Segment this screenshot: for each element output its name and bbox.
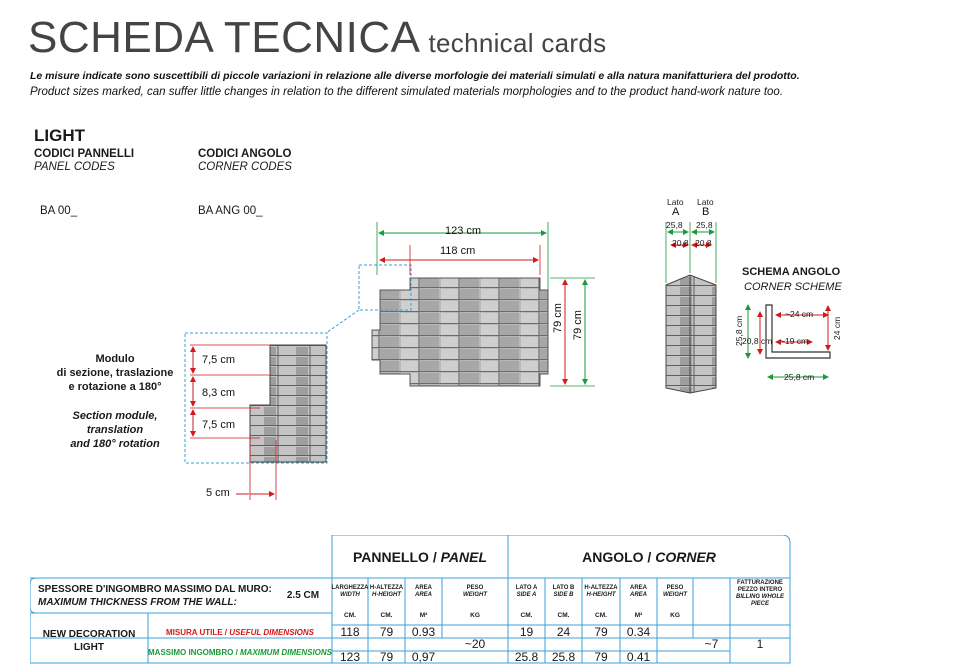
max-dimensions-label: MASSIMO INGOMBRO / MAXIMUM DIMENSIONS xyxy=(148,647,333,657)
module-image xyxy=(249,344,327,463)
max-corner-height: 79 xyxy=(594,650,608,664)
corner-image xyxy=(665,274,717,394)
note-english: Product sizes marked, can suffer little … xyxy=(30,86,784,98)
corner-inner-dim-b: 20,8 xyxy=(695,238,712,248)
col-area-unit: M² xyxy=(419,611,428,619)
corner-inner-dim-a: 20,8 xyxy=(672,238,689,248)
max-corner-area: 0.41 xyxy=(626,650,651,664)
max-height: 79 xyxy=(379,650,394,664)
corner-scheme-drawing xyxy=(765,304,831,359)
col-weight-unit: KG xyxy=(470,611,480,619)
panel-height-b: 79 cm xyxy=(572,310,584,340)
corner-top-dim-a: 25,8 xyxy=(666,220,683,230)
panel-width-inner: 118 cm xyxy=(440,245,476,257)
panel-code: BA 00_ xyxy=(40,205,78,217)
side-b-word: Lato xyxy=(697,197,714,207)
billing-value: 1 xyxy=(756,637,764,651)
col-width-unit: CM. xyxy=(344,611,356,619)
panel-codes-label-en: PANEL CODES xyxy=(34,161,115,173)
module-dim-1: 7,5 cm xyxy=(202,354,236,366)
col-side-b-unit: CM. xyxy=(557,611,570,619)
side-b-letter: B xyxy=(702,206,710,218)
useful-side-b: 24 xyxy=(556,624,571,639)
module-dim-2: 8,3 cm xyxy=(202,387,236,399)
scheme-dim-top: ~24 cm xyxy=(785,309,814,319)
page-subtitle: technical cards xyxy=(428,28,607,58)
max-width: 123 xyxy=(339,650,361,664)
corner-codes-label: CODICI ANGOLO xyxy=(198,148,292,160)
col-side-a-unit: CM. xyxy=(520,611,533,619)
spec-table: PANNELLO / PANEL ANGOLO / CORNER SPESSOR… xyxy=(30,535,792,665)
scheme-dim-bottom: 25,8 cm xyxy=(784,372,815,382)
max-area: 0,97 xyxy=(411,650,436,664)
max-side-b: 25.8 xyxy=(551,650,576,664)
scheme-dim-inner: ~19 cm xyxy=(780,336,809,346)
col-corner-weight-unit: KG xyxy=(670,611,680,619)
useful-height: 79 xyxy=(379,624,394,639)
useful-corner-area: 0.34 xyxy=(626,624,651,639)
corner-top-dim-b: 25,8 xyxy=(696,220,713,230)
product-name: LIGHT xyxy=(34,126,85,145)
panel-width-outer: 123 cm xyxy=(445,225,482,237)
col-corner-height-unit: CM. xyxy=(595,611,607,619)
useful-corner-height: 79 xyxy=(594,624,608,639)
corner-codes-label-en: CORNER CODES xyxy=(198,161,292,173)
module-dim-4: 5 cm xyxy=(206,487,230,499)
corner-code: BA ANG 00_ xyxy=(198,205,263,217)
col-corner-area-unit: M² xyxy=(634,611,643,619)
useful-area: 0.93 xyxy=(411,624,436,639)
corner-weight: ~7 xyxy=(704,637,719,651)
thickness-value: 2.5 CM xyxy=(286,590,320,601)
thickness-label: SPESSORE D'INGOMBRO MASSIMO DAL MURO:MAX… xyxy=(38,583,272,608)
panel-height-a: 79 cm xyxy=(552,303,564,333)
module-dim-3: 7,5 cm xyxy=(202,419,236,431)
useful-width: 118 xyxy=(340,624,360,639)
side-a-word: Lato xyxy=(667,197,684,207)
panel-codes-label: CODICI PANNELLI xyxy=(34,148,135,160)
corner-scheme-title: SCHEMA ANGOLO xyxy=(742,266,841,278)
scheme-dim-left-inner: 20,8 cm xyxy=(742,336,773,346)
note-italian: Le misure indicate sono suscettibili di … xyxy=(30,70,800,82)
panel-image xyxy=(371,277,549,387)
useful-side-a: 19 xyxy=(519,624,534,639)
scheme-dim-right: 24 cm xyxy=(832,316,842,340)
corner-header: ANGOLO / CORNER xyxy=(582,548,716,565)
max-side-a: 25.8 xyxy=(514,650,539,664)
corner-scheme-title-en: CORNER SCHEME xyxy=(744,281,842,293)
panel-header: PANNELLO / PANEL xyxy=(352,548,488,565)
useful-dimensions-label: MISURA UTILE / USEFUL DIMENSIONS xyxy=(165,627,314,637)
side-a-letter: A xyxy=(672,206,680,218)
col-height-unit: CM. xyxy=(380,611,393,619)
panel-weight: ~20 xyxy=(464,637,486,651)
